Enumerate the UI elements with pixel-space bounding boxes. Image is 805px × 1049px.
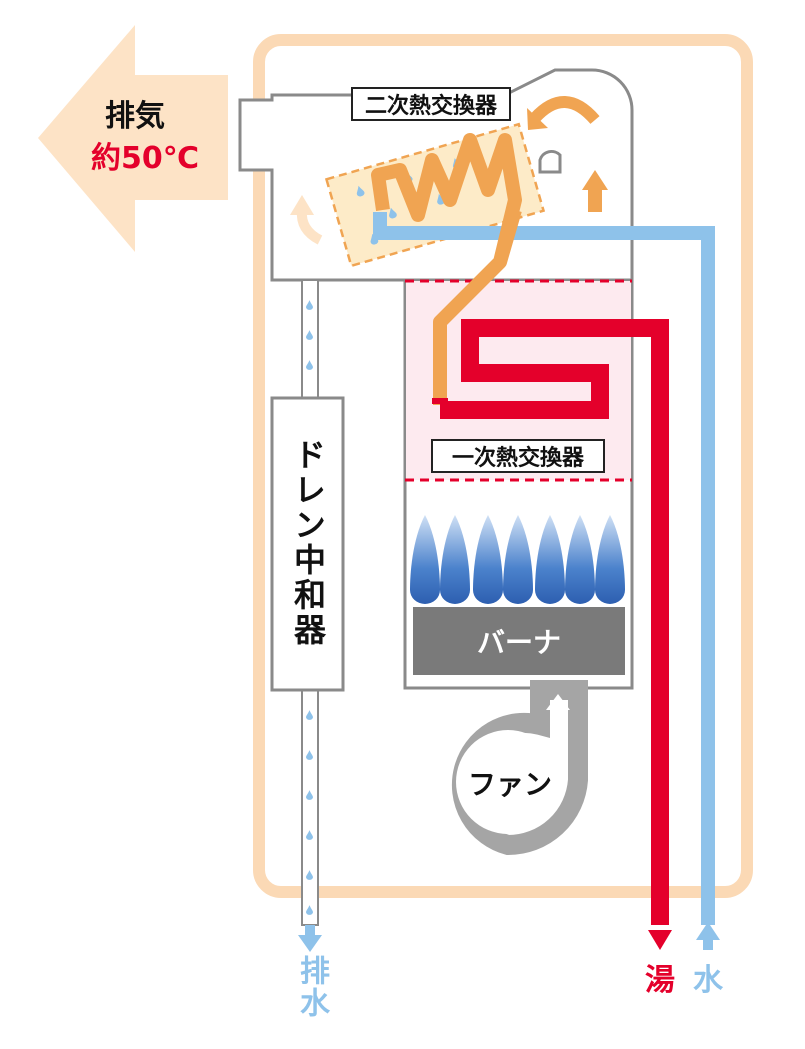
cold-water-arrow — [696, 922, 720, 950]
secondary-label-box — [351, 87, 511, 121]
exhaust-arrow: 排気 約50℃ — [38, 25, 228, 252]
primary-exchanger-label: 一次熱交換器 — [452, 445, 585, 471]
cold-water-label: 水 — [693, 963, 724, 998]
secondary-exchanger-label: 二次熱交換器 — [365, 93, 498, 119]
preheat-pipe — [371, 133, 522, 405]
hot-water-label: 湯 — [645, 963, 675, 998]
hot-pipe-end — [432, 398, 448, 404]
cold-water-pipe — [373, 212, 715, 925]
exhaust-flow-arrow — [290, 195, 323, 245]
outer-casing — [253, 34, 753, 898]
exhaust-temperature: 約50℃ — [91, 141, 199, 176]
neutralizer-label: ドレン中和器 — [289, 438, 327, 648]
primary-label-box — [431, 439, 605, 473]
burner-label: バーナ — [477, 626, 561, 659]
fan: ファン — [451, 680, 588, 856]
drain-arrow — [298, 925, 322, 952]
neutralizer — [270, 396, 345, 692]
burner — [413, 607, 625, 675]
hot-water-arrow — [648, 930, 672, 950]
fan-label: ファン — [468, 768, 552, 801]
burner-flames — [410, 515, 625, 604]
exhaust-duct-hook — [538, 150, 562, 174]
hot-water-pipe — [440, 319, 669, 925]
exhaust-label: 排気 — [105, 99, 165, 134]
airflow-up-arrow — [582, 170, 608, 212]
airflow-curve-arrow — [527, 96, 600, 130]
drain-label: 排水 — [294, 955, 329, 1019]
